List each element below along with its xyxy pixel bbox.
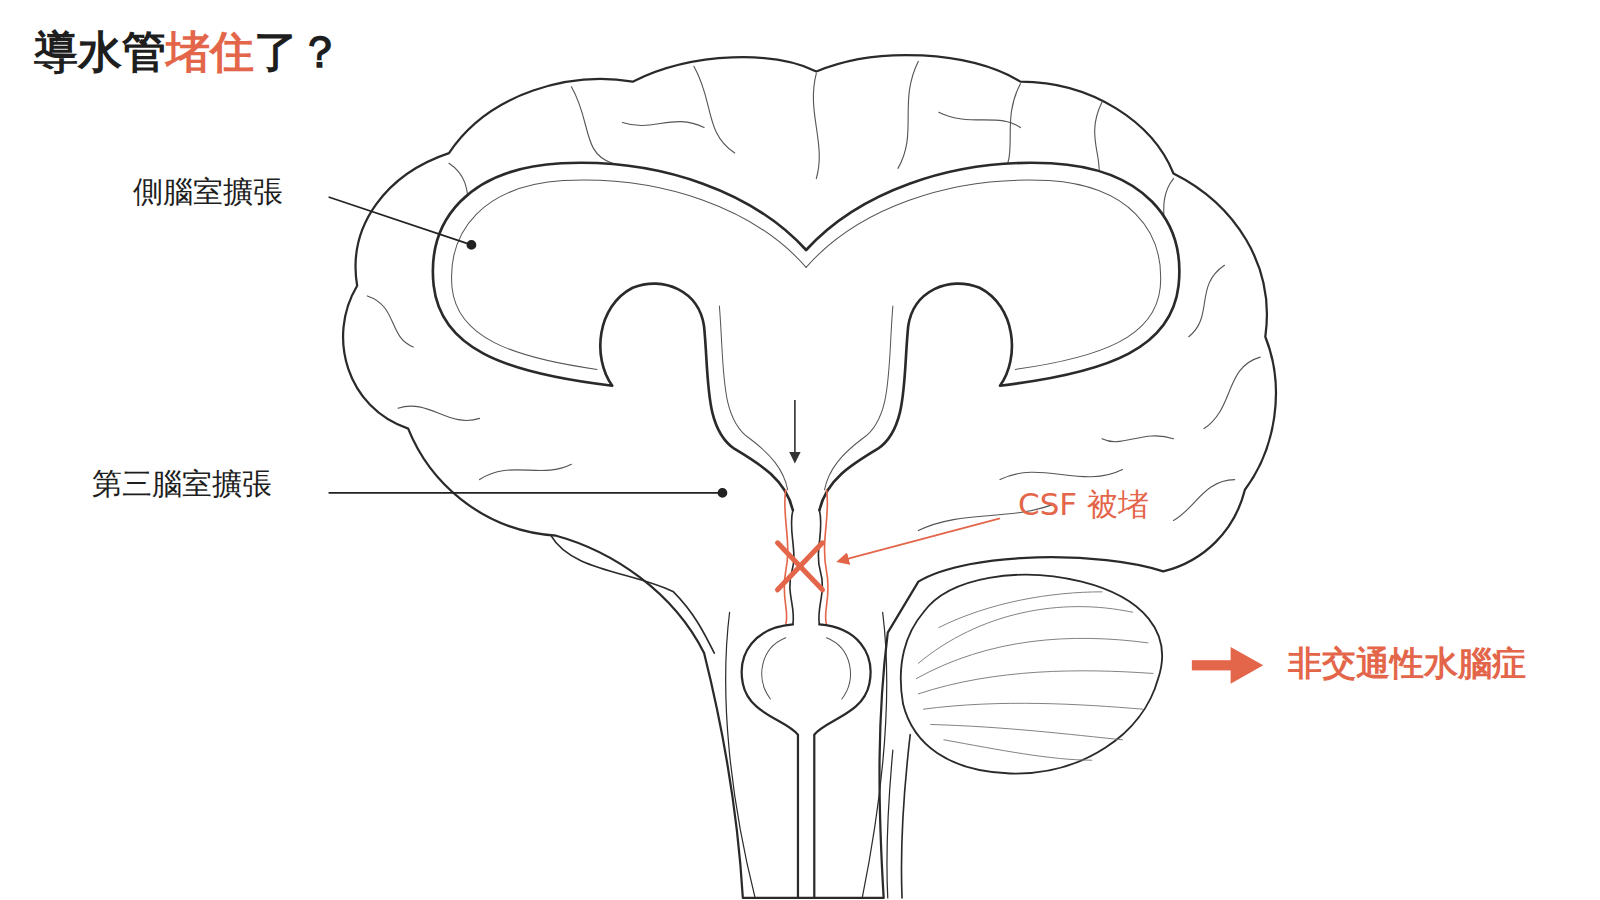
block-cross xyxy=(778,543,823,590)
leader-line xyxy=(329,197,727,497)
ventricle-outline xyxy=(433,163,1179,510)
callout-label: CSF 被堵 xyxy=(1018,486,1149,523)
flow-arrow xyxy=(794,400,796,461)
callout-arrow xyxy=(839,518,1000,561)
result-arrow xyxy=(1192,647,1263,684)
conclusion-label: 非交通性水腦症 xyxy=(1288,643,1526,684)
brain-outline xyxy=(343,55,1276,898)
title: 導水管堵住了？ xyxy=(34,26,342,79)
part-label: 側腦室擴張 xyxy=(133,174,283,210)
part-label: 第三腦室擴張 xyxy=(92,466,272,502)
cerebellum xyxy=(901,575,1162,774)
